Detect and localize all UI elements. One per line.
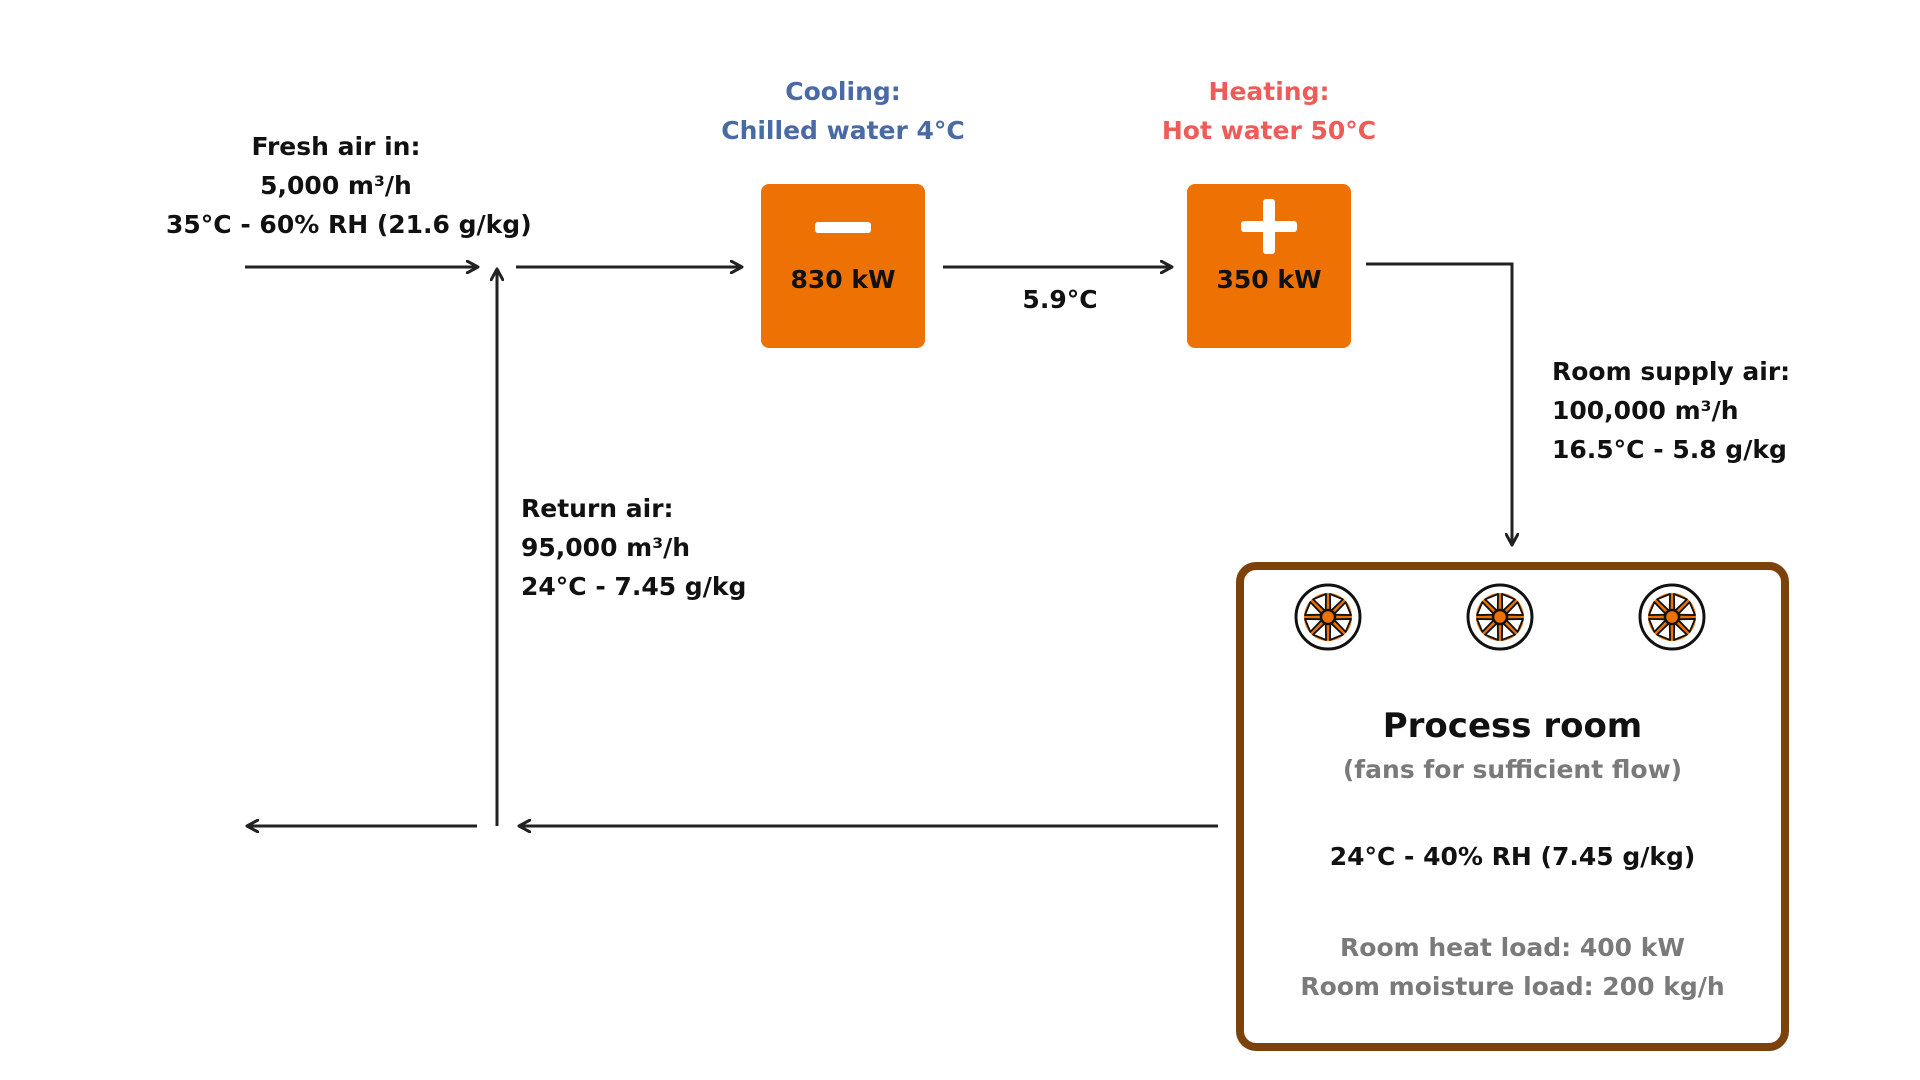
- fan-icon: [1466, 583, 1534, 651]
- supply-air-flow: 100,000 m³/h: [1552, 396, 1739, 425]
- process-room-condition: 24°C - 40% RH (7.45 g/kg): [1329, 842, 1696, 871]
- heating-medium: Hot water 50°C: [1161, 116, 1377, 145]
- cooling-coil-box: [761, 184, 925, 348]
- cooling-label: Cooling: Chilled water 4°C: [693, 72, 993, 150]
- return-air-flow: 95,000 m³/h: [521, 533, 691, 562]
- return-air-title: Return air:: [521, 494, 674, 523]
- heating-capacity: 350 kW: [1216, 265, 1322, 294]
- room-moisture-load: Room moisture load: 200 kg/h: [1300, 972, 1725, 1001]
- process-room-subtitle: (fans for sufficient flow): [1342, 755, 1683, 784]
- process-room-box: [1236, 562, 1789, 1051]
- fan-icon: [1638, 583, 1706, 651]
- heating-heading: Heating:: [1208, 77, 1330, 106]
- cooling-capacity: 830 kW: [790, 265, 896, 294]
- heating-label: Heating: Hot water 50°C: [1119, 72, 1419, 150]
- fresh-air-condition: 35°C - 60% RH (21.6 g/kg): [166, 210, 532, 239]
- fresh-air-title: Fresh air in:: [251, 132, 421, 161]
- fan-group: [1294, 583, 1706, 651]
- supply-air-title: Room supply air:: [1552, 357, 1791, 386]
- return-air-label: Return air: 95,000 m³/h 24°C - 7.45 g/kg: [521, 489, 746, 606]
- cooling-medium: Chilled water 4°C: [721, 116, 965, 145]
- process-room-title: Process room: [1382, 706, 1643, 746]
- intermediate-temperature: 5.9°C: [1022, 285, 1098, 314]
- fresh-air-flow: 5,000 m³/h: [260, 171, 412, 200]
- supply-air-condition: 16.5°C - 5.8 g/kg: [1552, 435, 1787, 464]
- room-loads: Room heat load: 400 kW Room moisture loa…: [1244, 928, 1781, 1006]
- cooling-heading: Cooling:: [785, 77, 901, 106]
- plus-icon: [1241, 199, 1297, 254]
- fresh-air-label: Fresh air in: 5,000 m³/h 35°C - 60% RH (…: [166, 127, 532, 244]
- room-heat-load: Room heat load: 400 kW: [1340, 933, 1685, 962]
- minus-icon: [815, 222, 871, 233]
- heating-coil-box: [1187, 184, 1351, 348]
- supply-air-label: Room supply air: 100,000 m³/h 16.5°C - 5…: [1552, 352, 1790, 469]
- return-air-condition: 24°C - 7.45 g/kg: [521, 572, 747, 601]
- fan-icon: [1294, 583, 1362, 651]
- supply-air-duct-arrow: [1366, 262, 1512, 544]
